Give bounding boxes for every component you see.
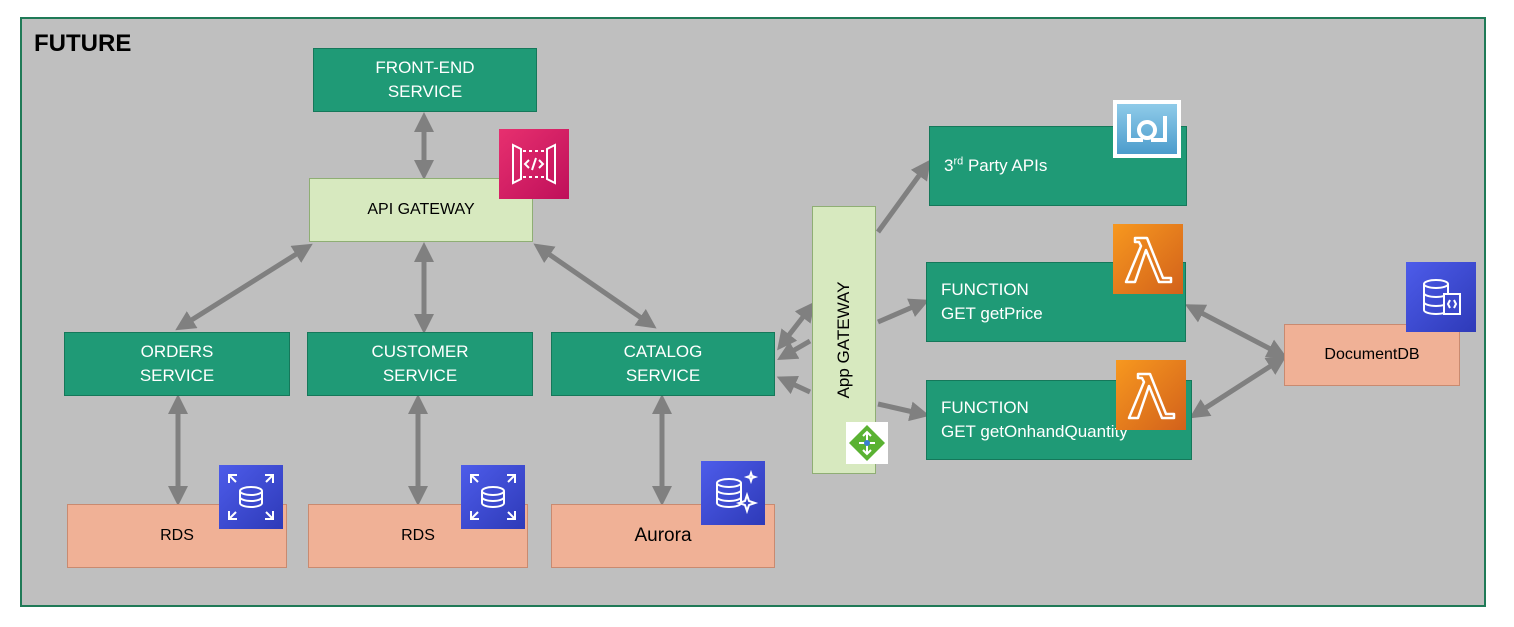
func-price-line-2: GET getPrice	[941, 304, 1043, 323]
diagram-title: FUTURE	[34, 30, 132, 57]
arrow-appgw-catalog-lower	[776, 375, 812, 395]
arrow-appgw-thirdparty	[875, 159, 931, 234]
rds-label-2: RDS	[401, 526, 435, 544]
arrow-price-docdb	[1184, 304, 1288, 358]
arrow-api-catalog	[533, 243, 657, 329]
func-qty-line-1: FUNCTION	[941, 398, 1029, 418]
rds-database-icon	[219, 465, 283, 529]
documentdb-label: DocumentDB	[1324, 345, 1420, 363]
api-gateway-box: API GATEWAY	[309, 178, 533, 242]
func-price-line-1: FUNCTION	[941, 280, 1029, 300]
arrow-appgw-price	[877, 298, 930, 325]
frontend-service-box: FRONT-END SERVICE	[313, 48, 537, 112]
api-management-icon	[1113, 100, 1181, 158]
api-gateway-icon	[499, 129, 569, 199]
aurora-database-icon	[701, 461, 765, 525]
catalog-line-2: SERVICE	[625, 366, 701, 385]
arrow-qty-docdb	[1189, 355, 1287, 419]
aurora-label: Aurora	[634, 524, 692, 546]
app-gateway-label: App GATEWAY	[834, 281, 853, 399]
catalog-service-box: CATALOG SERVICE	[551, 332, 775, 396]
customer-service-box: CUSTOMER SERVICE	[307, 332, 533, 396]
arrow-appgw-catalog-mid	[777, 338, 812, 360]
lambda-icon	[1116, 360, 1186, 430]
third-party-label: 3rd Party APIs	[944, 154, 1047, 178]
api-gateway-label: API GATEWAY	[367, 200, 475, 218]
third-party-suffix: Party APIs	[963, 156, 1048, 176]
arrow-appgw-qty	[877, 401, 930, 422]
documentdb-icon	[1406, 262, 1476, 332]
third-party-sup: rd	[953, 155, 964, 168]
documentdb-box: DocumentDB	[1284, 324, 1460, 386]
frontend-line-1: FRONT-END	[375, 58, 475, 78]
customer-line-1: CUSTOMER	[371, 342, 469, 362]
orders-line-2: SERVICE	[139, 366, 215, 385]
application-gateway-icon	[846, 422, 888, 464]
arrow-appgw-catalog-upper	[777, 301, 815, 351]
orders-service-box: ORDERS SERVICE	[64, 332, 290, 396]
rds-database-icon	[461, 465, 525, 529]
rds-label-1: RDS	[160, 526, 194, 544]
arrow-api-orders	[175, 243, 313, 331]
function-getprice-box: FUNCTION GET getPrice	[926, 262, 1186, 342]
catalog-line-1: CATALOG	[623, 342, 703, 362]
lambda-icon	[1113, 224, 1183, 294]
orders-line-1: ORDERS	[140, 342, 214, 362]
frontend-line-2: SERVICE	[387, 82, 463, 101]
third-party-prefix: 3	[944, 156, 954, 176]
customer-line-2: SERVICE	[382, 366, 458, 385]
func-qty-line-2: GET getOnhandQuantity	[941, 422, 1128, 441]
